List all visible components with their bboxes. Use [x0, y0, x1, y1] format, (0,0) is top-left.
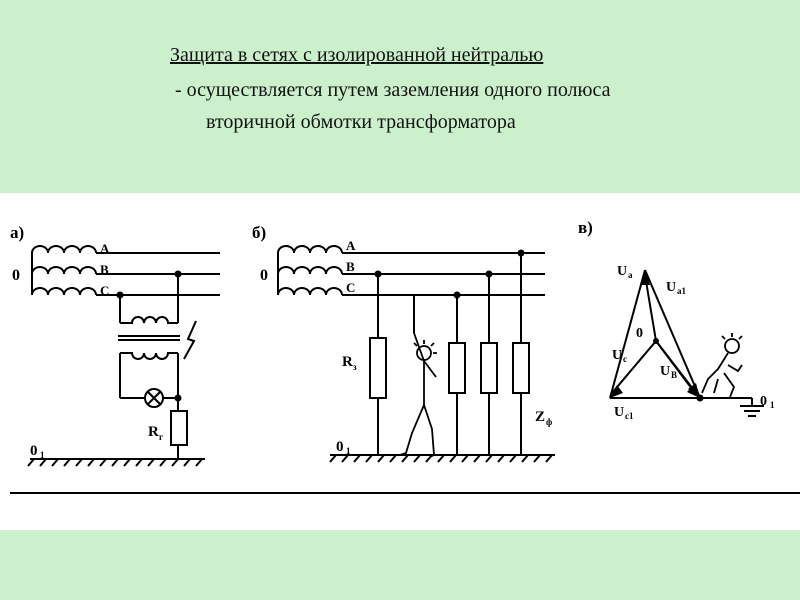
diagram-c-label: в) [578, 218, 593, 237]
diagram-b-ground-label: 0 [336, 439, 344, 455]
diagram-b-person-icon [399, 332, 437, 458]
diagram-a-phase-a: A [100, 241, 110, 256]
diagram-c-ua1-label: U [666, 280, 676, 295]
diagram-c-person-icon [701, 333, 743, 398]
diagram-b: б) 0 [252, 223, 555, 463]
diagram-a: а) 0 [10, 223, 220, 467]
slide-title: Защита в сетях с изолированной нейтралью [170, 44, 544, 66]
diagram-b-neutral-label: 0 [260, 267, 268, 284]
diagram-b-impedance-label: Z [535, 409, 545, 425]
diagram-c-uc-label: U [612, 348, 622, 363]
footer-area [0, 530, 800, 600]
diagram-b-node-a [517, 249, 525, 257]
diagram-c-ua1-sub: a1 [677, 286, 687, 296]
diagram-panel: а) 0 [0, 193, 800, 530]
diagram-c-ua-label: U [617, 264, 627, 279]
diagram-b-resistor-sub: з [353, 362, 357, 372]
diagram-b-phase-c: C [346, 280, 355, 295]
diagram-b-node-c [453, 291, 461, 299]
diagram-b-phase-b: B [346, 259, 355, 274]
diagram-c-ground-sub: 1 [770, 400, 775, 410]
title-area: Защита в сетях с изолированной нейтралью… [0, 0, 800, 193]
diagram-c-uc1-label: U [614, 405, 624, 420]
diagram-b-node-b [485, 270, 493, 278]
diagram-a-phase-c: C [100, 283, 109, 298]
diagram-c-ub-label: U [660, 364, 670, 379]
diagram-c-node-o1 [696, 394, 704, 402]
diagram-c-uc-sub: c [623, 354, 627, 364]
diagram-a-windings [27, 245, 220, 467]
diagram-a-ground-sub: 1 [40, 450, 45, 460]
diagram-c: в) [578, 218, 775, 421]
diagram-a-label: а) [10, 223, 24, 242]
diagram-a-resistor-sub: г [159, 432, 163, 442]
diagram-a-phase-b: B [100, 262, 109, 277]
diagram-a-node-c [116, 291, 124, 299]
diagram-c-ground-label: 0 [760, 394, 767, 409]
diagram-a-ground-label: 0 [30, 443, 38, 459]
circuit-diagrams: а) 0 [10, 218, 800, 494]
diagram-a-node-b [174, 270, 182, 278]
diagram-b-node-rz [374, 270, 382, 278]
diagram-c-arrow-ua1 [688, 383, 700, 398]
diagram-a-neutral-label: 0 [12, 267, 20, 284]
diagram-c-vectors [609, 269, 764, 417]
diagram-c-ub-sub: B [671, 370, 677, 380]
diagram-c-zero-label: 0 [636, 326, 643, 341]
diagram-b-phase-a: A [346, 238, 356, 253]
diagram-b-resistor-label: R [342, 354, 353, 370]
diagram-b-impedance-sub: ф [546, 417, 552, 427]
subtitle-line-1: - осуществляется путем заземления одного… [175, 79, 611, 101]
diagram-c-arrow-uc [610, 385, 623, 398]
diagram-b-ground-sub: 1 [346, 446, 351, 456]
diagram-a-resistor-label: R [148, 424, 159, 440]
diagram-c-center-node [653, 338, 659, 344]
diagram-c-arrow-ua [640, 270, 650, 285]
diagram-c-ua-sub: a [628, 270, 633, 280]
subtitle-line-2: вторичной обмотки трансформатора [206, 111, 516, 133]
diagram-b-label: б) [252, 223, 266, 242]
diagram-c-uc1-sub: c1 [625, 411, 634, 421]
diagram-a-node-lamp [174, 394, 182, 402]
